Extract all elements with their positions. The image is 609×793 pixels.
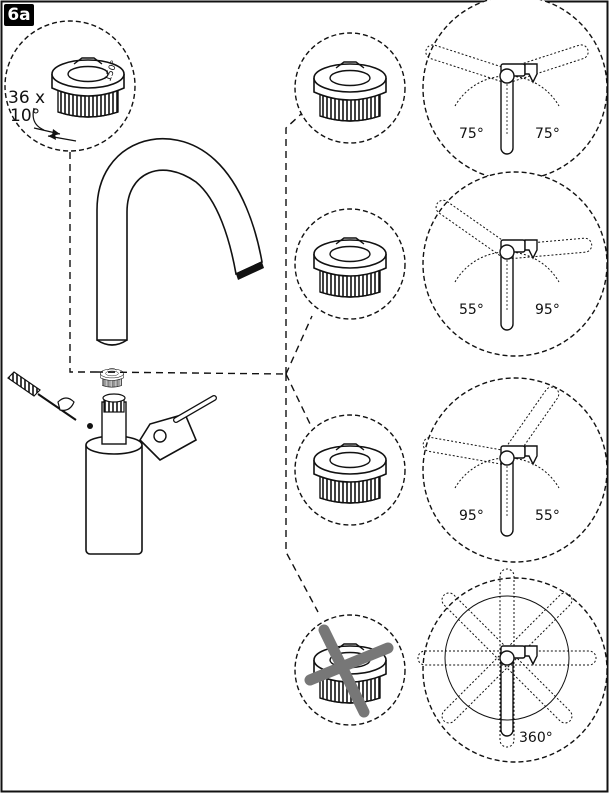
right-angle-label: 75° bbox=[535, 126, 560, 142]
not-allowed-cross-icon bbox=[304, 624, 394, 718]
count-label: 36 x bbox=[8, 88, 45, 108]
ring-icon bbox=[313, 61, 387, 122]
spout-icon bbox=[96, 137, 263, 341]
rotation-range-callout: 95° 55° bbox=[422, 377, 608, 563]
spout-top-view bbox=[500, 76, 514, 155]
left-angle-label: 55° bbox=[459, 302, 484, 318]
ring-option-callout bbox=[294, 32, 406, 144]
option-row: 360° bbox=[294, 568, 608, 763]
spout-top-view bbox=[500, 252, 514, 331]
ring-small-icon bbox=[100, 368, 124, 388]
rotation-range-callout: 75° 75° bbox=[422, 0, 608, 181]
rotation-range-callout: 55° 95° bbox=[422, 171, 608, 357]
ring-option-callout bbox=[294, 414, 406, 526]
step-label: 6a bbox=[4, 4, 34, 26]
step-arrows-icon bbox=[33, 127, 77, 142]
right-angle-label: 55° bbox=[535, 508, 560, 524]
option-row: 55° 95° bbox=[294, 171, 608, 357]
full-angle-label: 360° bbox=[519, 730, 553, 746]
option-row: 75° 75° bbox=[294, 0, 608, 181]
left-angle-label: 95° bbox=[459, 508, 484, 524]
option-row: 95° 55° bbox=[294, 377, 608, 563]
right-angle-label: 95° bbox=[535, 302, 560, 318]
step-angle-label: 10° bbox=[10, 106, 40, 126]
spout-aerator bbox=[236, 262, 264, 280]
rotation-range-callout: 360° bbox=[417, 568, 608, 763]
ring-option-callout bbox=[294, 614, 406, 726]
detail-connector bbox=[69, 152, 96, 373]
left-angle-label: 75° bbox=[459, 126, 484, 142]
step-arc-icon bbox=[32, 107, 45, 131]
tap-body-icon bbox=[85, 393, 217, 555]
screwdriver-icon bbox=[7, 371, 93, 429]
spout-top-view bbox=[500, 458, 514, 537]
ring-option-callout bbox=[294, 208, 406, 320]
ring-icon bbox=[313, 443, 387, 504]
spout-top-view bbox=[500, 658, 514, 737]
detail-callout: 150° 36 x 10° bbox=[4, 20, 136, 152]
ring-icon bbox=[313, 237, 387, 298]
